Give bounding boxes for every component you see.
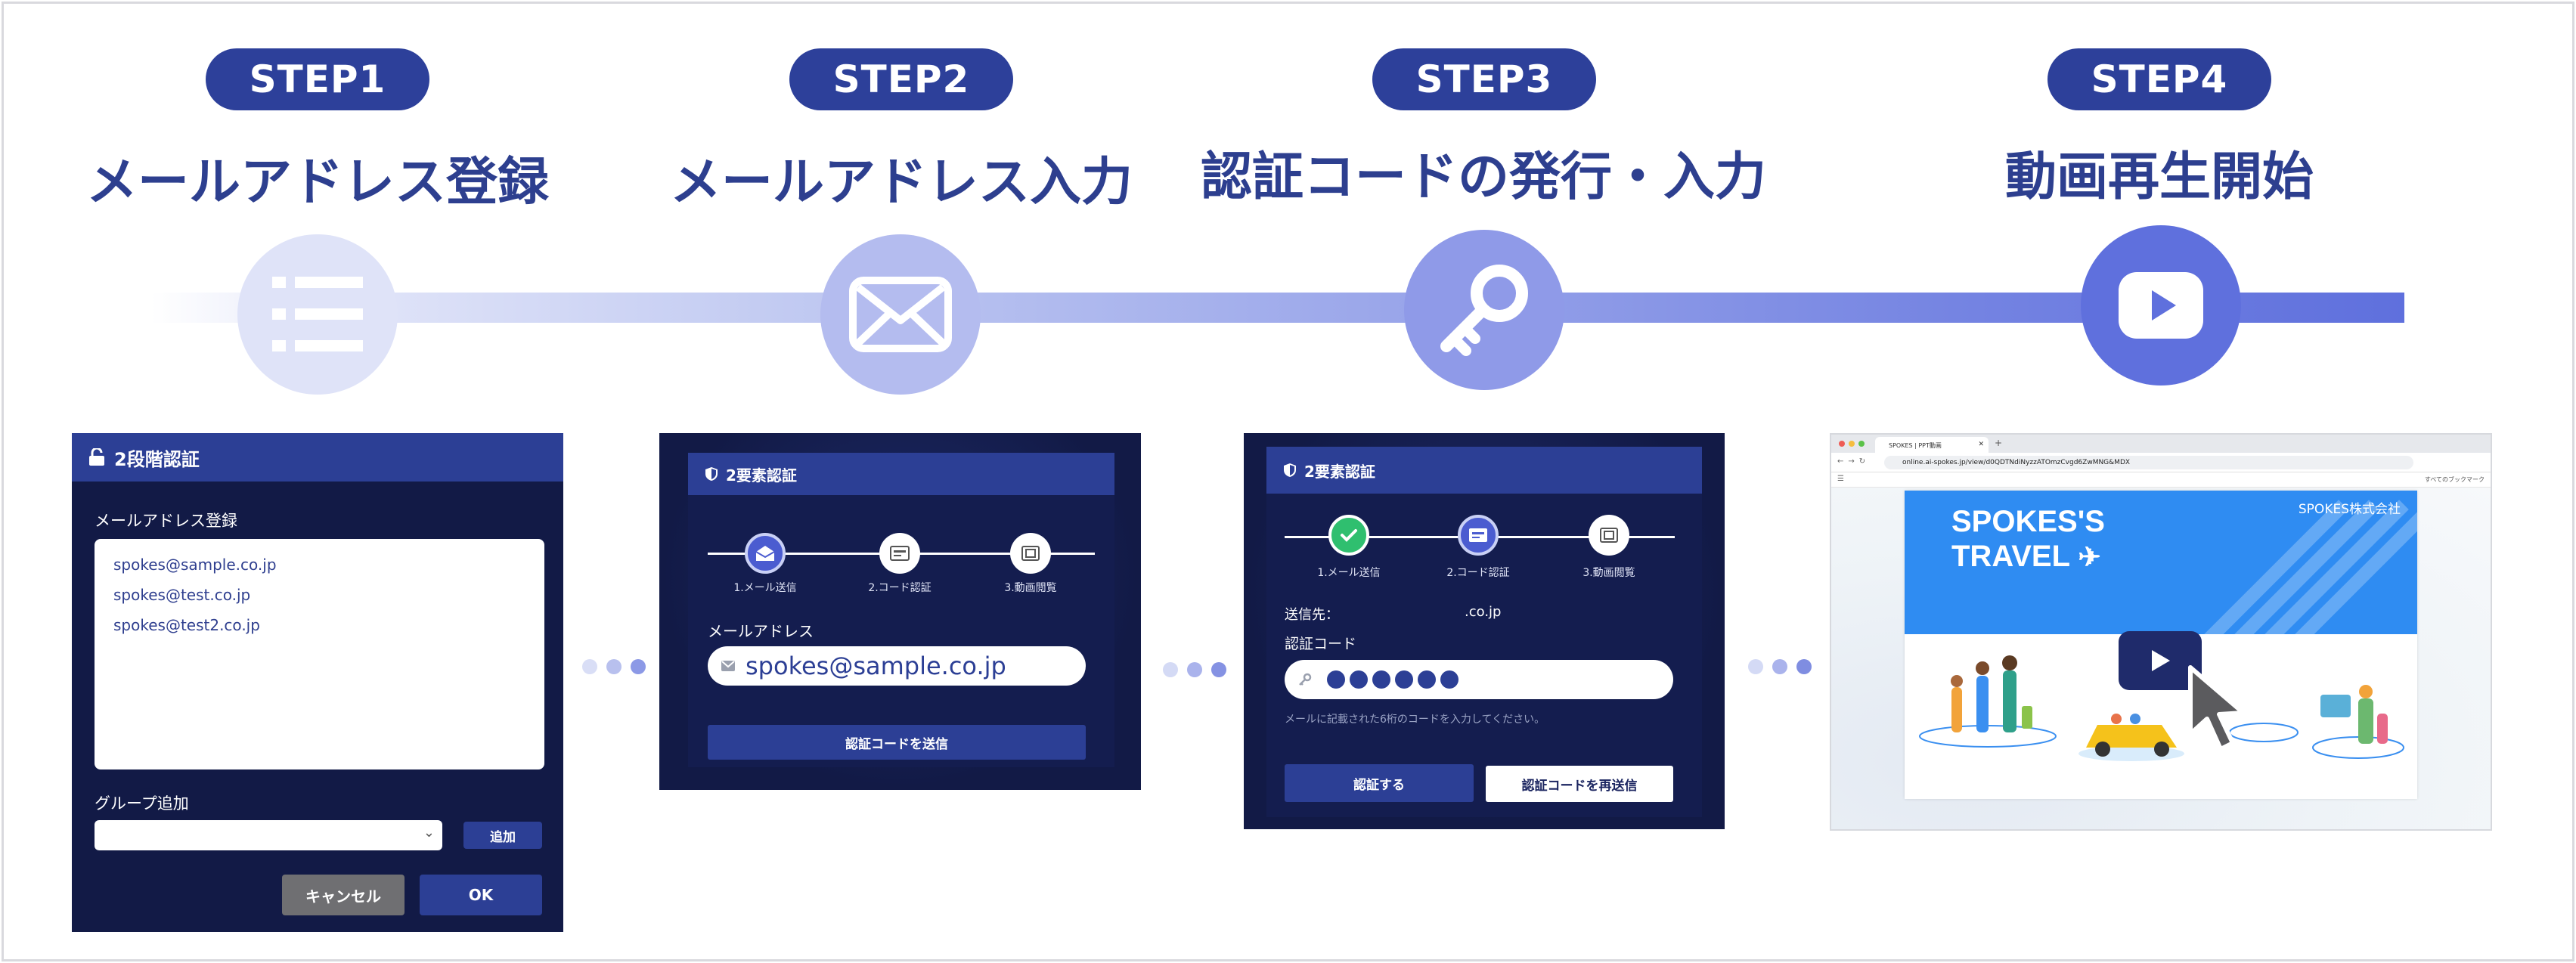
- connector-dots-2: [1163, 662, 1226, 677]
- play-button[interactable]: [2119, 631, 2202, 690]
- timeline-bar: [151, 293, 2404, 323]
- registration-panel: 2段階認証 メールアドレス登録 spokes@sample.co.jp spok…: [72, 433, 563, 932]
- email-input-value: spokes@sample.co.jp: [746, 652, 1006, 680]
- chevron-down-icon: ⌄: [423, 825, 435, 841]
- email-register-label: メールアドレス登録: [95, 512, 237, 530]
- progress-label: 1.メール送信: [1317, 567, 1381, 579]
- address-row: ←→↻ online.ai-spokes.jp/view/d0QDTNdiNyz…: [1831, 453, 2491, 472]
- email-list-item: spokes@test2.co.jp: [113, 616, 260, 634]
- card-header: 2要素認証: [688, 453, 1114, 495]
- address-bar[interactable]: online.ai-spokes.jp/view/d0QDTNdiNyzzATO…: [1884, 456, 2413, 469]
- panel-header: 2段階認証: [72, 433, 563, 482]
- travel-illustration: [1919, 655, 2404, 761]
- resend-code-button[interactable]: 認証コードを再送信: [1486, 766, 1673, 802]
- shield-icon: [1283, 463, 1297, 478]
- play-icon: [2152, 650, 2170, 671]
- new-tab-icon[interactable]: +: [1995, 438, 2003, 448]
- verify-button[interactable]: 認証する: [1285, 764, 1474, 802]
- check-icon: [1341, 529, 1357, 542]
- progress-step-mail: [745, 533, 786, 574]
- card-icon: [1469, 528, 1487, 542]
- play-icon: [2081, 225, 2241, 386]
- auth-card: 2要素認証 1.メール送信 2.コード認証 3.動画閲覧 メールアドレス spo…: [688, 453, 1114, 767]
- bookmark-bar: ☰ すべてのブックマーク: [1831, 472, 2491, 488]
- card-header: 2要素認証: [1266, 447, 1702, 494]
- browser-tab[interactable]: SPOKES | PPT動画 ✕: [1875, 437, 1989, 453]
- connector-dots-1: [582, 659, 646, 674]
- email-list[interactable]: spokes@sample.co.jp spokes@test.co.jp sp…: [95, 539, 544, 769]
- email-input[interactable]: spokes@sample.co.jp: [708, 646, 1086, 686]
- video-browser-panel: SPOKES | PPT動画 ✕ + ←→↻ online.ai-spokes.…: [1830, 433, 2492, 831]
- video-slide[interactable]: SPOKES'S TRAVEL ✈ SPOKES株式会社: [1905, 491, 2417, 799]
- email-list-item: spokes@sample.co.jp: [113, 556, 277, 574]
- step2-title: メールアドレス入力: [669, 153, 1133, 212]
- email-label: メールアドレス: [708, 622, 814, 640]
- step1-pill: STEP1: [206, 48, 429, 110]
- key-small-icon: [1298, 673, 1312, 686]
- ok-button[interactable]: OK: [420, 875, 542, 915]
- film-icon: [1600, 528, 1618, 543]
- progress-step-done: [1328, 515, 1369, 556]
- mail-icon: [721, 661, 735, 671]
- browser-tab-bar: SPOKES | PPT動画 ✕ +: [1831, 435, 2491, 453]
- slide-company: SPOKES株式会社: [2298, 502, 2401, 517]
- all-bookmarks[interactable]: すべてのブックマーク: [2424, 476, 2485, 483]
- group-select[interactable]: ⌄: [95, 820, 442, 850]
- group-add-label: グループ追加: [95, 794, 189, 813]
- code-input[interactable]: [1285, 660, 1673, 699]
- card-icon: [890, 546, 910, 561]
- progress-label: 3.動画閲覧: [1004, 582, 1057, 594]
- email-list-item: spokes@test.co.jp: [113, 586, 251, 604]
- card-title: 2要素認証: [726, 466, 797, 485]
- airplane-icon: ✈: [2078, 541, 2101, 572]
- envelope-icon: [820, 234, 981, 395]
- cancel-button[interactable]: キャンセル: [282, 875, 405, 915]
- code-input-panel: 2要素認証 1.メール送信 2.コード認証 3.動画閲覧 送信先： .co.jp…: [1244, 433, 1725, 829]
- step4-pill: STEP4: [2047, 48, 2271, 110]
- progress-label: 1.メール送信: [733, 582, 797, 594]
- key-icon: [1404, 230, 1564, 390]
- code-label: 認証コード: [1285, 636, 1357, 652]
- card-title: 2要素認証: [1304, 462, 1375, 481]
- film-icon: [1021, 546, 1040, 561]
- panel-title: 2段階認証: [114, 448, 200, 470]
- nav-icons[interactable]: ←→↻: [1837, 457, 1871, 466]
- code-hint: メールに記載された6桁のコードを入力してください。: [1285, 714, 1545, 726]
- sent-to-value: .co.jp: [1465, 604, 1502, 620]
- add-button[interactable]: 追加: [463, 822, 542, 849]
- progress-label: 2.コード認証: [1446, 567, 1510, 579]
- envelope-open-icon: [755, 546, 775, 561]
- step3-title: 認証コードの発行・入力: [1200, 147, 1766, 207]
- slide-banner: SPOKES'S TRAVEL ✈ SPOKES株式会社: [1905, 491, 2417, 634]
- progress-label: 3.動画閲覧: [1582, 567, 1635, 579]
- video-viewer: SPOKES'S TRAVEL ✈ SPOKES株式会社: [1831, 488, 2491, 829]
- list-icon: [237, 234, 398, 395]
- progress-step-code: [879, 533, 920, 574]
- progress-step-video: [1589, 515, 1629, 556]
- shield-icon: [705, 466, 718, 482]
- connector-dots-3: [1748, 659, 1812, 674]
- cursor-icon: [2188, 665, 2246, 751]
- sent-to-label: 送信先：: [1285, 607, 1339, 623]
- progress-step-code: [1458, 515, 1499, 556]
- window-controls: [1839, 441, 1865, 447]
- menu-icon[interactable]: ☰: [1837, 475, 1844, 483]
- send-code-button[interactable]: 認証コードを送信: [708, 725, 1086, 760]
- step4-title: 動画再生開始: [2004, 147, 2314, 207]
- code-dots: [1327, 670, 1458, 689]
- close-icon[interactable]: ✕: [1978, 441, 1984, 448]
- step2-pill: STEP2: [789, 48, 1013, 110]
- progress-label: 2.コード認証: [868, 582, 932, 594]
- auth-card: 2要素認証 1.メール送信 2.コード認証 3.動画閲覧 送信先： .co.jp…: [1266, 447, 1702, 817]
- email-input-panel: 2要素認証 1.メール送信 2.コード認証 3.動画閲覧 メールアドレス spo…: [659, 433, 1141, 790]
- step1-title: メールアドレス登録: [85, 153, 549, 212]
- step3-pill: STEP3: [1372, 48, 1596, 110]
- progress-step-video: [1010, 533, 1051, 574]
- unlock-icon: [88, 448, 105, 466]
- slide-title: SPOKES'S TRAVEL ✈: [1951, 505, 2105, 573]
